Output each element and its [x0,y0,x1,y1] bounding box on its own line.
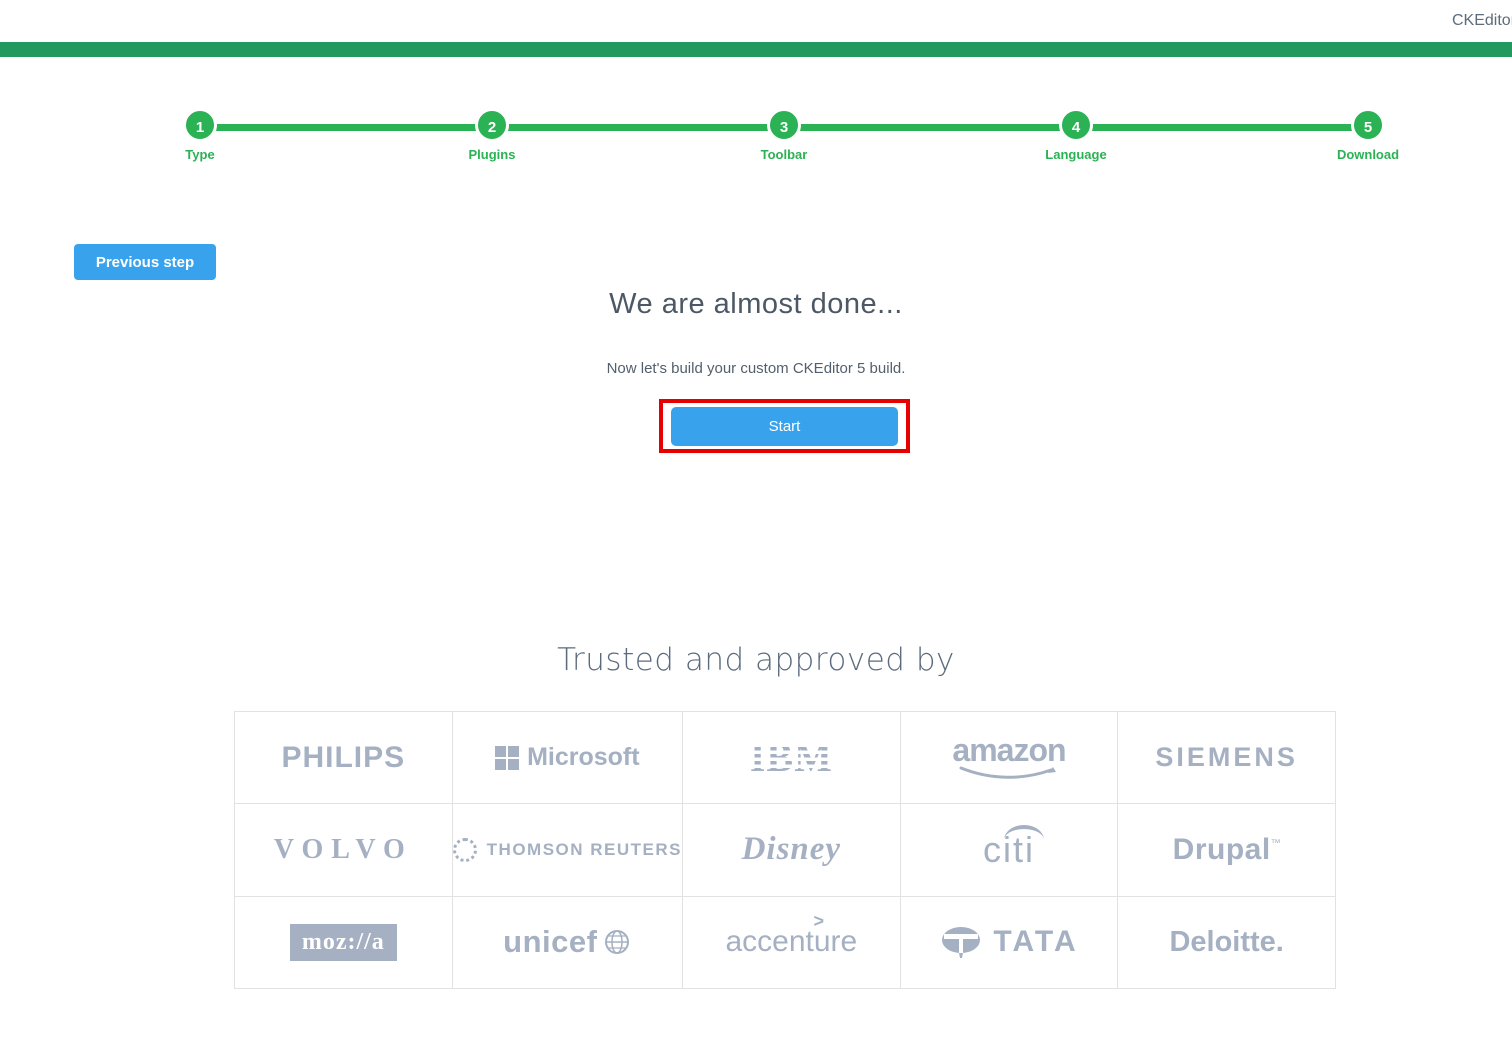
step-label-language: Language [1045,147,1107,162]
thomson-reuters-logo-text: THOMSON REUTERS [486,839,682,859]
start-button-highlight-box: Start [659,399,910,453]
logo-deloitte: Deloitte. [1118,896,1335,988]
page-subtitle: Now let's build your custom CKEditor 5 b… [606,360,906,377]
start-button[interactable]: Start [671,406,898,446]
green-top-bar [0,42,1512,57]
logo-citi: citi [900,804,1118,896]
step-circle-4[interactable]: 4 [1059,108,1093,142]
ibm-logo-text: IBM [747,734,835,780]
drupal-logo-text: Drupal [1172,832,1271,866]
mozilla-logo-text: moz://a [289,923,397,961]
citi-arc-icon [1004,824,1044,840]
logo-mozilla: moz://a [235,896,452,988]
volvo-logo-text: VOLVO [273,833,413,865]
stepper-step-toolbar[interactable]: 3 Toolbar [724,108,844,162]
logo-drupal: Drupal ™ [1118,804,1335,896]
step-circle-3[interactable]: 3 [767,108,801,142]
microsoft-squares-icon [495,745,520,770]
logo-philips: PHILIPS [235,712,452,804]
logo-tata: TATA [900,896,1118,988]
stepper-step-language[interactable]: 4 Language [1016,108,1136,162]
logo-microsoft: Microsoft [452,712,682,804]
trusted-section-heading: Trusted and approved by [557,642,955,678]
step-label-toolbar: Toolbar [760,147,808,162]
tata-logo-text: TATA [993,925,1079,959]
top-header: CKEditor [0,0,1512,42]
logo-volvo: VOLVO [235,804,452,896]
unicef-globe-icon [605,930,630,955]
amazon-smile-icon [959,766,1056,779]
step-circle-5[interactable]: 5 [1351,108,1385,142]
stepper-step-type[interactable]: 1 Type [140,108,260,162]
logo-disney: Disney [683,804,900,896]
step-label-type: Type [185,147,215,162]
logo-ibm: IBM [683,712,900,804]
logo-siemens: SIEMENS [1118,712,1335,804]
ckeditor-brand-label[interactable]: CKEditor [1452,12,1512,29]
logo-thomson-reuters: THOMSON REUTERS [452,804,682,896]
accenture-arrow-icon: > [813,911,824,932]
stepper-step-plugins[interactable]: 2 Plugins [432,108,552,162]
amazon-logo-text: amazon [952,731,1066,768]
disney-logo-text: Disney [741,831,842,868]
logo-amazon: amazon [900,712,1118,804]
tata-emblem-icon [942,927,981,959]
page-title: We are almost done... [609,288,903,320]
stepper-step-download[interactable]: 5 Download [1308,108,1428,162]
step-label-plugins: Plugins [468,147,516,162]
trusted-logo-grid: PHILIPS Microsoft IBM amazon SIEMENS VOL… [234,711,1336,989]
accenture-logo-text: accenture [725,925,858,959]
unicef-logo-text: unicef [503,924,598,960]
philips-logo-text: PHILIPS [281,740,406,774]
deloitte-logo-text: Deloitte. [1169,925,1284,958]
previous-step-button[interactable]: Previous step [74,244,216,280]
step-circle-1[interactable]: 1 [183,108,217,142]
drupal-trademark-symbol: ™ [1270,838,1281,850]
thomson-reuters-sunburst-icon [452,837,477,862]
step-circle-2[interactable]: 2 [475,108,509,142]
step-label-download: Download [1336,147,1400,162]
logo-unicef: unicef [452,896,682,988]
siemens-logo-text: SIEMENS [1155,742,1298,773]
logo-accenture: accenture > [683,896,900,988]
microsoft-logo-text: Microsoft [527,743,640,772]
